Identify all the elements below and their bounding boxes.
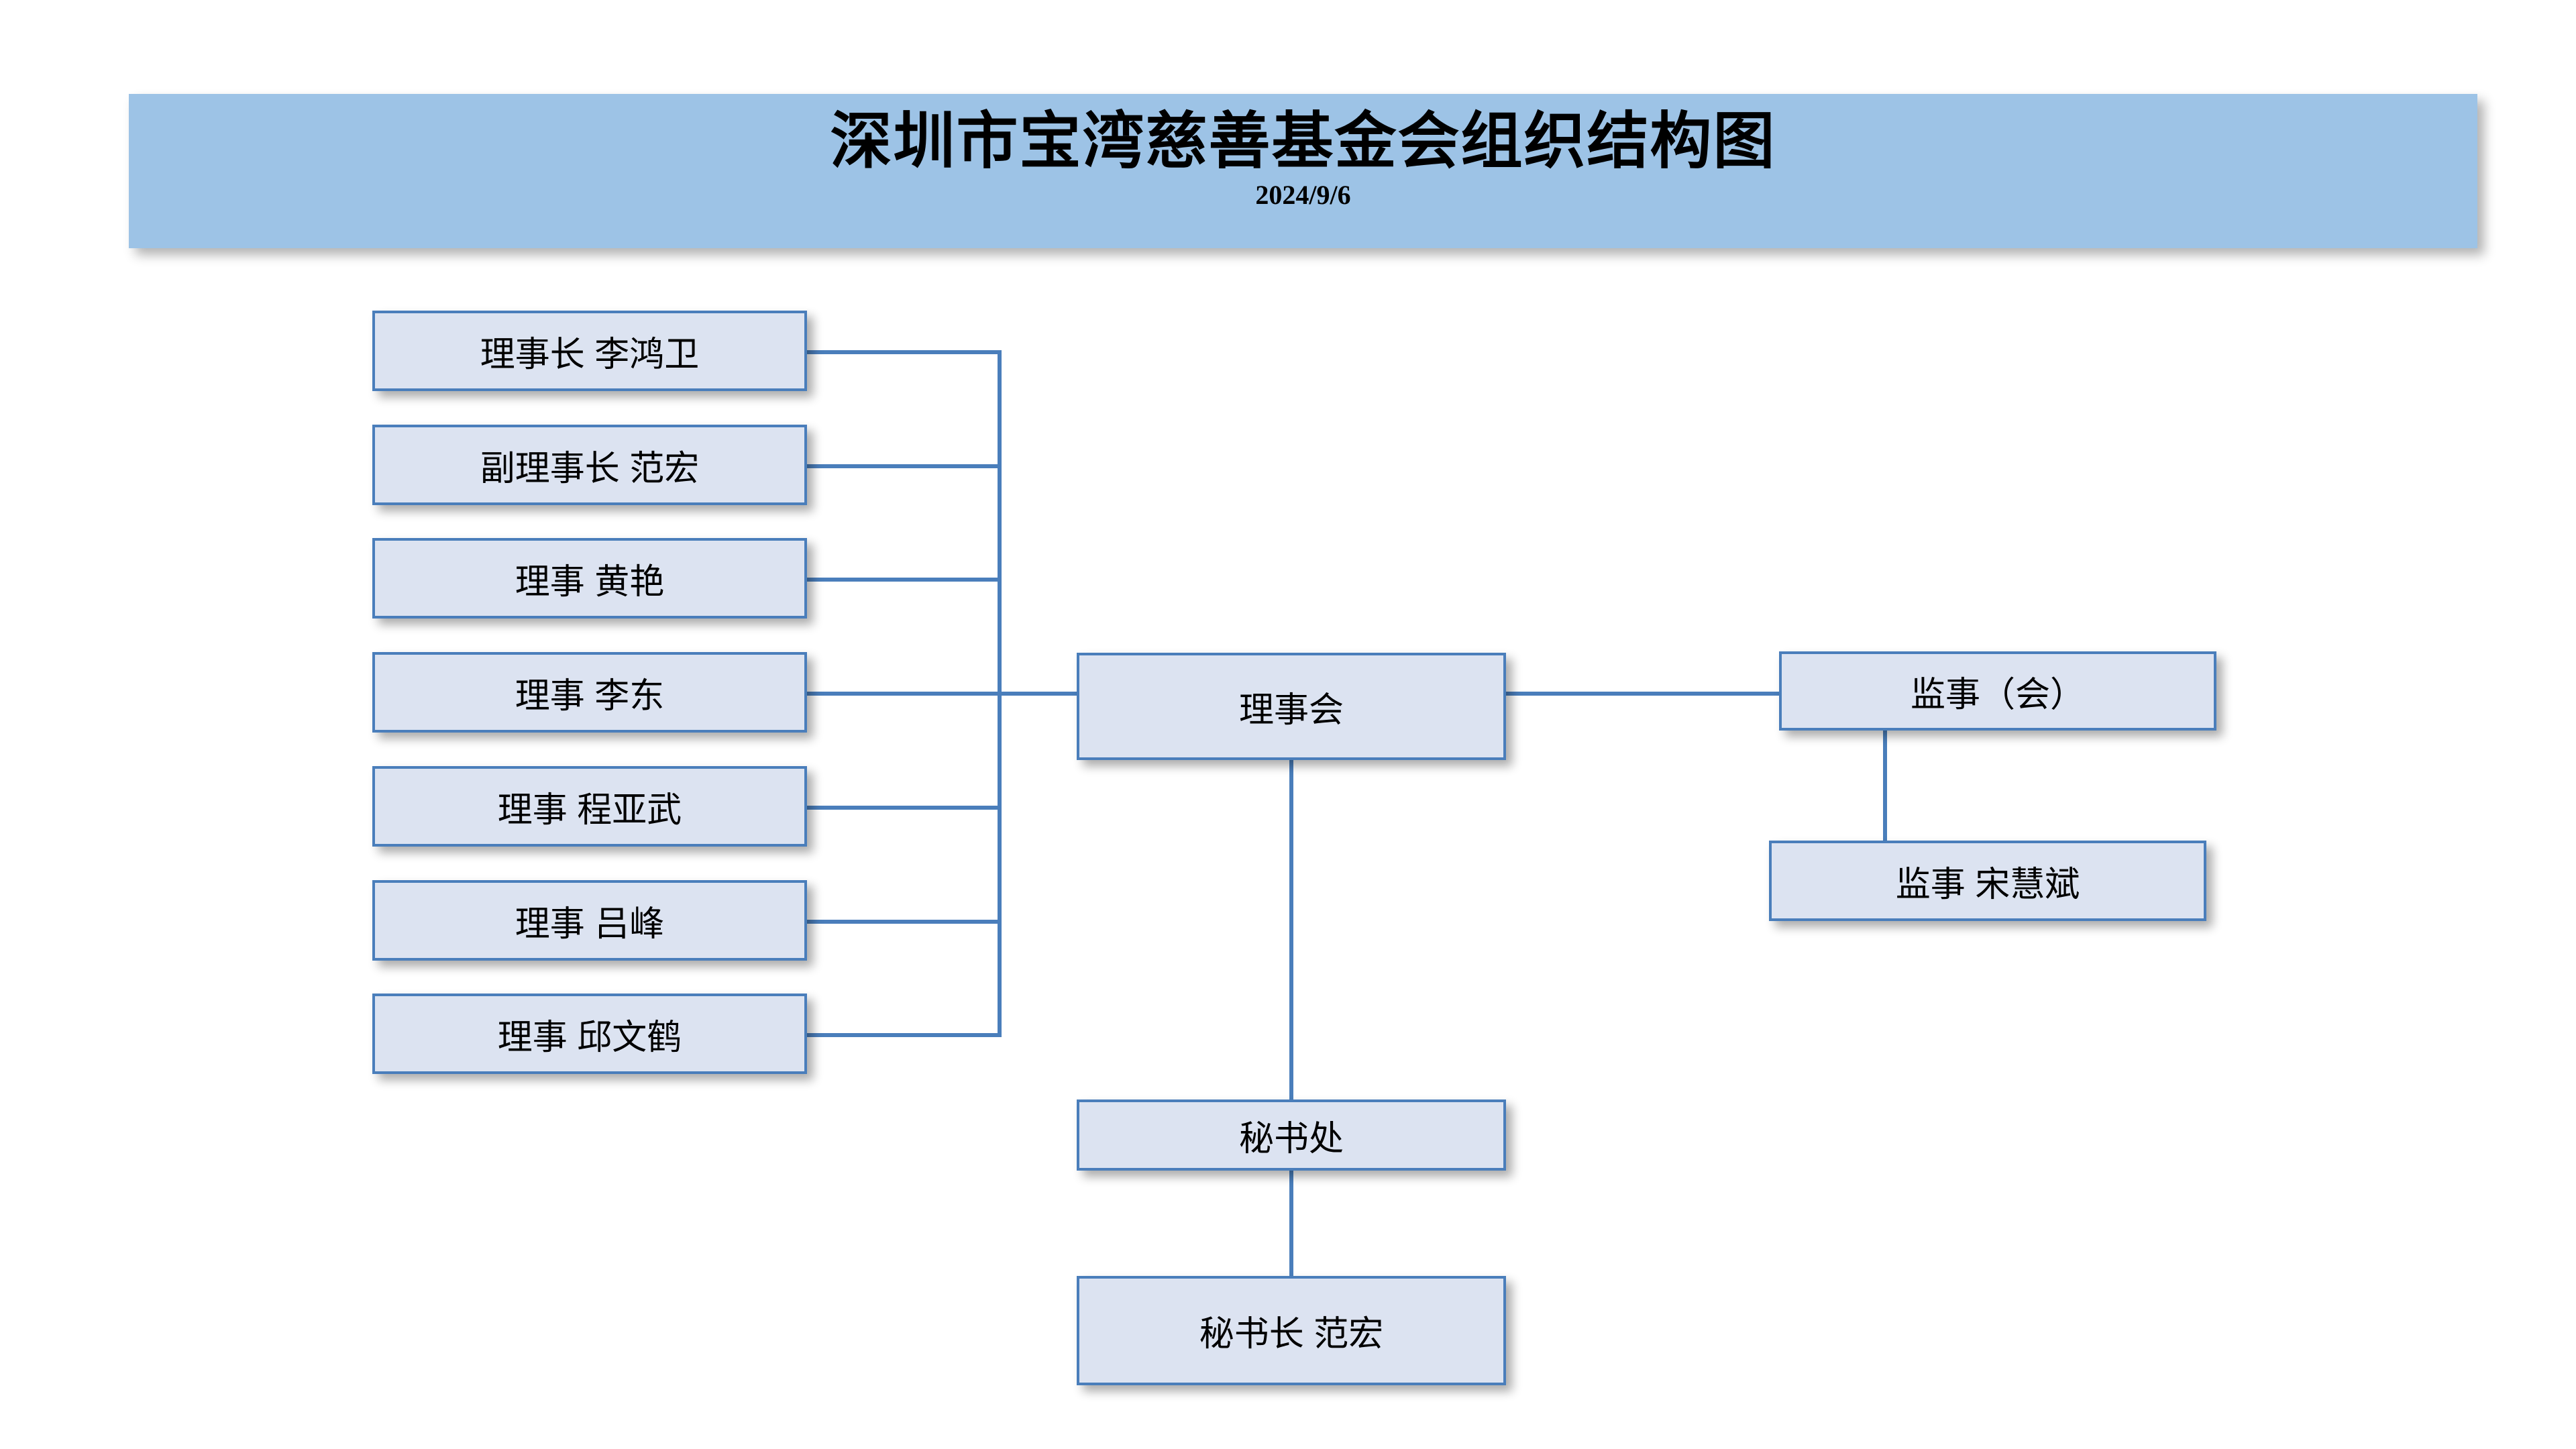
connector-member4 bbox=[807, 692, 1002, 696]
connector-member1 bbox=[807, 350, 1002, 354]
node-member3[interactable]: 理事 黄艳 bbox=[372, 538, 807, 619]
node-label: 理事 吕峰 bbox=[515, 904, 665, 944]
connector-member6 bbox=[807, 920, 1002, 924]
node-label: 理事 邱文鹤 bbox=[497, 1018, 682, 1057]
connector-member5 bbox=[807, 806, 1002, 810]
connector-board-to-supervisor bbox=[1503, 692, 1782, 696]
node-secretariat[interactable]: 秘书处 bbox=[1077, 1099, 1506, 1171]
node-member2[interactable]: 副理事长 范宏 bbox=[372, 425, 807, 505]
node-label: 监事（会） bbox=[1910, 675, 2085, 714]
connector-board-to-secretariat bbox=[1289, 759, 1293, 1104]
connector-member7 bbox=[807, 1033, 1002, 1037]
connector-secretariat-to-secgeneral bbox=[1289, 1168, 1293, 1279]
node-label: 副理事长 范宏 bbox=[480, 449, 700, 488]
node-member1[interactable]: 理事长 李鸿卫 bbox=[372, 311, 807, 391]
connector-member2 bbox=[807, 464, 1002, 468]
node-board[interactable]: 理事会 bbox=[1077, 653, 1506, 760]
connector-member3 bbox=[807, 578, 1002, 582]
node-label: 理事会 bbox=[1238, 690, 1344, 730]
node-supervisor-board[interactable]: 监事（会） bbox=[1779, 651, 2216, 731]
connector-trunk-to-board bbox=[998, 692, 1081, 696]
node-label: 监事 宋慧斌 bbox=[1895, 865, 2080, 904]
page-title: 深圳市宝湾慈善基金会组织结构图 bbox=[830, 107, 1776, 176]
node-label: 理事 程亚武 bbox=[497, 790, 682, 830]
node-label: 理事 黄艳 bbox=[515, 562, 665, 602]
node-member5[interactable]: 理事 程亚武 bbox=[372, 766, 807, 847]
node-member6[interactable]: 理事 吕峰 bbox=[372, 880, 807, 961]
node-label: 秘书处 bbox=[1238, 1119, 1344, 1159]
node-label: 理事 李东 bbox=[515, 676, 665, 716]
node-member7[interactable]: 理事 邱文鹤 bbox=[372, 994, 807, 1074]
title-date: 2024/9/6 bbox=[1255, 180, 1351, 211]
connector-supervisor-to-member bbox=[1883, 729, 1887, 844]
node-supervisor-member[interactable]: 监事 宋慧斌 bbox=[1769, 841, 2206, 921]
node-label: 理事长 李鸿卫 bbox=[480, 335, 700, 374]
node-member4[interactable]: 理事 李东 bbox=[372, 652, 807, 733]
node-secretary-general[interactable]: 秘书长 范宏 bbox=[1077, 1276, 1506, 1385]
node-label: 秘书长 范宏 bbox=[1199, 1315, 1384, 1354]
title-banner: 深圳市宝湾慈善基金会组织结构图 2024/9/6 bbox=[129, 94, 2477, 248]
